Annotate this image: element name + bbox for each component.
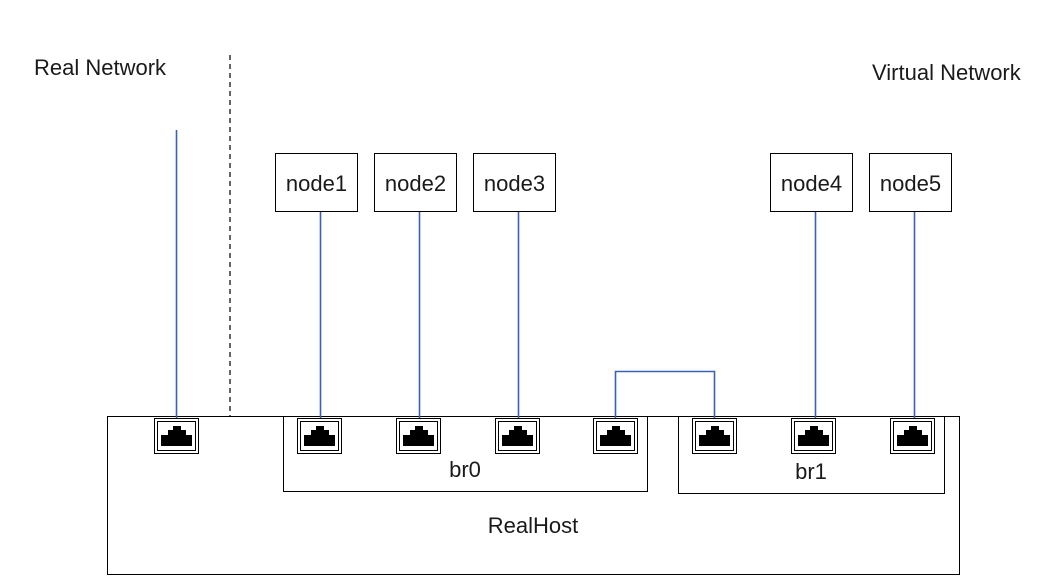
node4-box: node4 xyxy=(770,153,853,212)
br0-port1-icon xyxy=(297,418,342,454)
br0-port2-icon xyxy=(396,418,441,454)
br0-port3-icon xyxy=(495,418,540,454)
bridge-br1-label: br1 xyxy=(795,459,827,484)
br0-port4-icon xyxy=(593,418,638,454)
node3-label: node3 xyxy=(484,171,545,196)
node2-box: node2 xyxy=(374,153,457,212)
bridge-br0-label: br0 xyxy=(449,457,481,482)
realhost-label: RealHost xyxy=(488,513,578,538)
node5-label: node5 xyxy=(880,171,941,196)
node1-label: node1 xyxy=(286,171,347,196)
node2-label: node2 xyxy=(385,171,446,196)
br1-port3-icon xyxy=(890,418,935,454)
bridge-link-wire xyxy=(614,370,716,420)
virtual-network-label: Virtual Network xyxy=(872,60,1022,85)
node5-box: node5 xyxy=(869,153,952,212)
bridge-br0 xyxy=(283,416,648,492)
br1-port1-icon xyxy=(692,418,737,454)
node1-box: node1 xyxy=(275,153,358,212)
br1-port2-icon xyxy=(791,418,836,454)
node3-box: node3 xyxy=(473,153,556,212)
uplink-port-icon xyxy=(154,418,199,454)
node4-label: node4 xyxy=(781,171,842,196)
real-network-label: Real Network xyxy=(34,55,167,80)
